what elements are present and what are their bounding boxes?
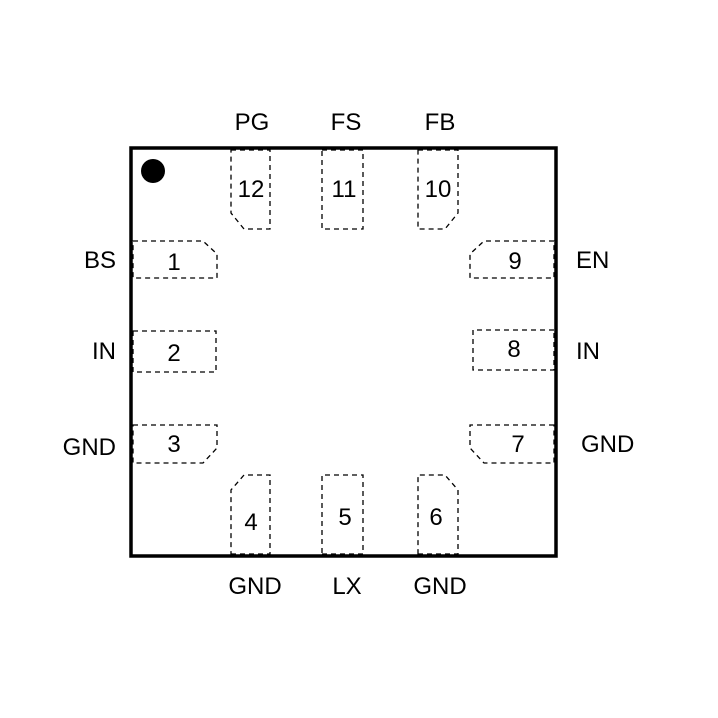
- pin-number-11: 11: [332, 176, 357, 203]
- pad-1: [132, 240, 218, 279]
- pad-2: [132, 330, 217, 373]
- pad-7: [469, 424, 555, 464]
- pad-5: [321, 474, 364, 555]
- pin-number-3: 3: [167, 431, 180, 458]
- pin-name-3: GND: [63, 434, 116, 461]
- pin-name-9: EN: [576, 247, 609, 274]
- pad-6: [417, 474, 459, 555]
- pad-11: [321, 149, 364, 230]
- pin-number-8: 8: [507, 336, 520, 363]
- package-outline: [129, 146, 558, 558]
- pin-name-6: GND: [413, 573, 466, 600]
- pin-number-7: 7: [511, 431, 524, 458]
- pin-name-11: FS: [331, 109, 362, 136]
- pad-12: [230, 149, 271, 230]
- pin-number-2: 2: [167, 340, 180, 367]
- pad-3: [132, 424, 218, 464]
- pin-name-2: IN: [92, 338, 116, 365]
- pin-number-10: 10: [425, 176, 452, 203]
- pin-number-12: 12: [238, 176, 265, 203]
- pin-name-5: LX: [332, 573, 361, 600]
- pin-number-5: 5: [338, 504, 351, 531]
- pad-8: [472, 329, 555, 371]
- pin-number-1: 1: [167, 249, 180, 276]
- pin-name-4: GND: [228, 573, 281, 600]
- pad-9: [469, 240, 555, 279]
- pin1-indicator-dot: [141, 159, 165, 183]
- pad-10: [417, 149, 459, 230]
- pin-number-4: 4: [244, 509, 257, 536]
- pin-name-12: PG: [235, 109, 270, 136]
- pin-number-6: 6: [429, 504, 442, 531]
- pin-name-7: GND: [581, 431, 634, 458]
- pin-name-8: IN: [576, 338, 600, 365]
- pad-4: [230, 474, 271, 555]
- pin-number-9: 9: [508, 248, 521, 275]
- pin-name-10: FB: [425, 109, 456, 136]
- pin-name-1: BS: [84, 247, 116, 274]
